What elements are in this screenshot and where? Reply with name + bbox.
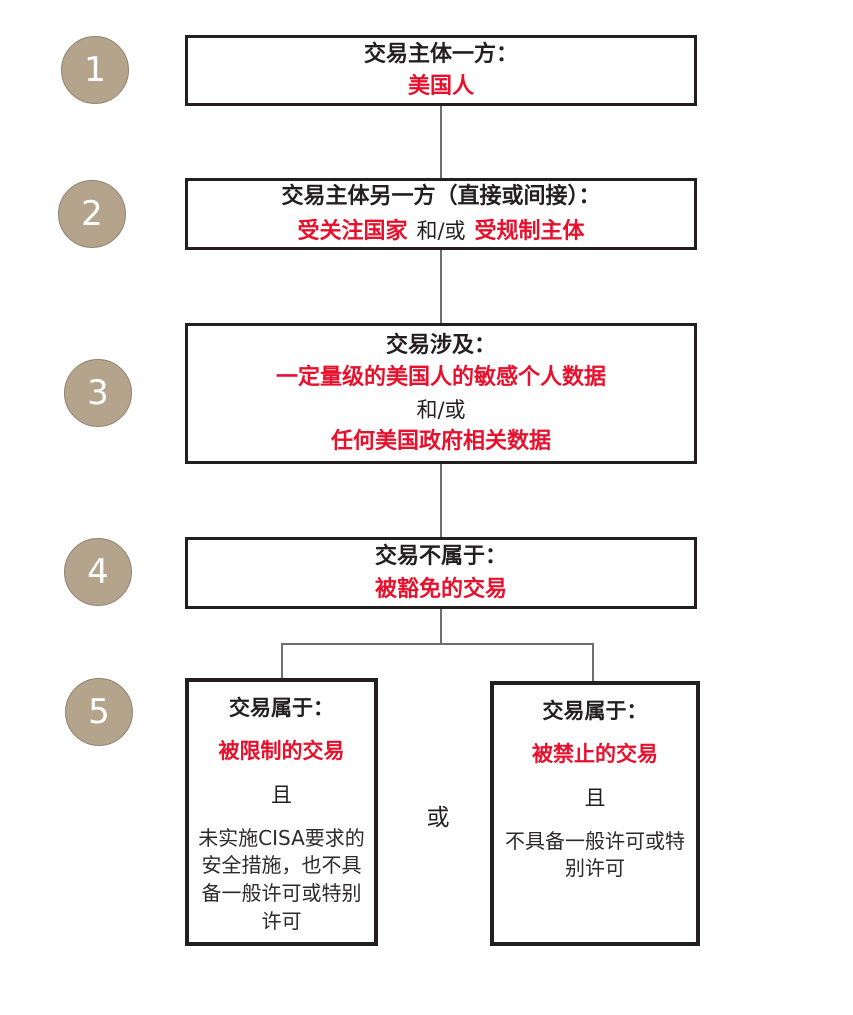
step-number-4: 4: [87, 552, 109, 592]
step-badge-1: 1: [61, 36, 129, 104]
box-condition: 未实施CISA要求的安全措施，也不具备一般许可或特别许可: [198, 825, 365, 933]
box-highlight-line: 受关注国家 和/或 受规制主体: [297, 215, 584, 246]
flow-box-not-exempt: 交易不属于： 被豁免的交易: [185, 537, 697, 609]
box-highlight: 受关注国家: [297, 219, 408, 244]
box-highlight: 被豁免的交易: [374, 576, 507, 602]
flow-box-restricted: 交易属于： 被限制的交易 且 未实施CISA要求的安全措施，也不具备一般许可或特…: [185, 678, 378, 946]
box-title: 交易主体另一方（直接或间接）：: [281, 183, 601, 209]
or-label: 或: [426, 805, 450, 831]
flow-box-party-one: 交易主体一方： 美国人: [185, 35, 697, 106]
box-condition: 不具备一般许可或特别许可: [505, 828, 685, 881]
and-or-joiner: 和/或: [416, 397, 466, 422]
connector-line: [440, 248, 442, 325]
box-highlight: 受规制主体: [474, 219, 585, 244]
box-title: 交易涉及：: [385, 332, 496, 358]
box-title: 交易属于：: [229, 696, 334, 720]
step-badge-3: 3: [64, 359, 132, 427]
box-highlight: 被限制的交易: [218, 739, 345, 764]
flow-box-party-other: 交易主体另一方（直接或间接）： 受关注国家 和/或 受规制主体: [185, 178, 697, 250]
flow-box-prohibited: 交易属于： 被禁止的交易 且 不具备一般许可或特别许可: [490, 681, 700, 946]
box-highlight: 任何美国政府相关数据: [330, 428, 551, 454]
box-title: 交易不属于：: [374, 544, 507, 569]
step-badge-2: 2: [58, 180, 126, 248]
box-highlight: 一定量级的美国人的敏感个人数据: [275, 365, 606, 391]
step-number-5: 5: [88, 692, 110, 732]
step-badge-5: 5: [65, 678, 133, 746]
connector-line: [440, 104, 442, 180]
step-number-1: 1: [84, 50, 106, 90]
and-joiner: 且: [584, 785, 606, 810]
connector-line: [440, 462, 442, 539]
box-highlight: 美国人: [407, 74, 474, 99]
connector-line: [281, 643, 283, 680]
step-badge-4: 4: [64, 538, 132, 606]
box-highlight: 被禁止的交易: [532, 742, 658, 767]
connector-line: [592, 643, 594, 683]
connector-line: [281, 643, 594, 645]
connector-line: [440, 607, 442, 644]
box-title: 交易属于：: [542, 699, 648, 723]
flow-box-data-involved: 交易涉及： 一定量级的美国人的敏感个人数据 和/或 任何美国政府相关数据: [185, 323, 697, 464]
box-title: 交易主体一方：: [363, 41, 518, 67]
step-number-3: 3: [87, 373, 109, 413]
step-number-2: 2: [81, 194, 103, 234]
and-joiner: 且: [271, 782, 292, 807]
and-or-joiner: 和/或: [416, 219, 466, 243]
